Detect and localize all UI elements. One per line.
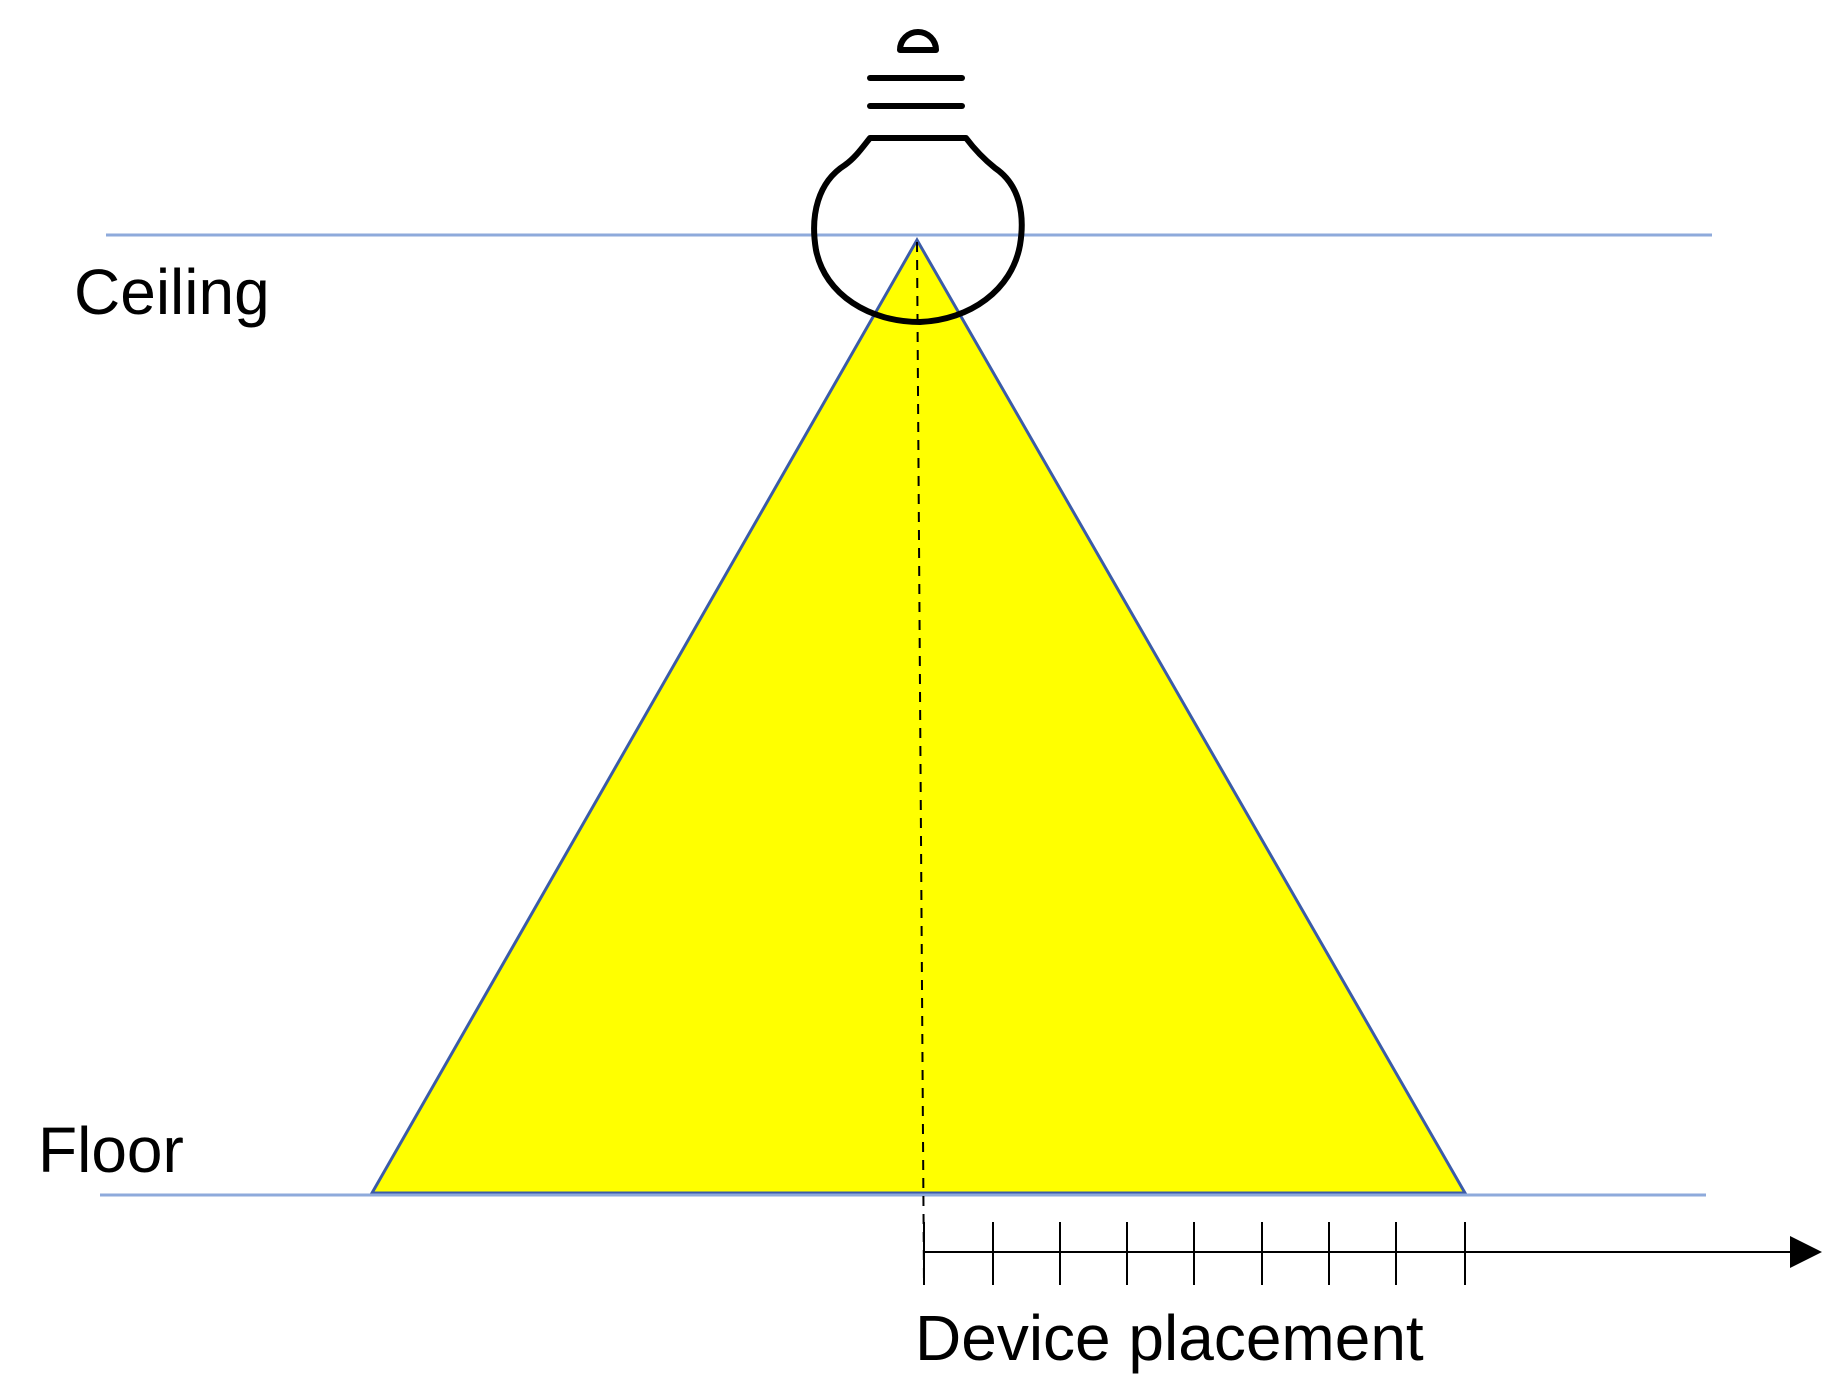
ceiling-label: Ceiling bbox=[74, 256, 270, 328]
light-cone bbox=[369, 236, 1468, 1195]
light-bulb-icon bbox=[811, 29, 1025, 325]
floor-label: Floor bbox=[38, 1114, 184, 1186]
arrow-right-icon bbox=[1790, 1236, 1822, 1268]
center-dashed-line bbox=[916, 241, 925, 1286]
device-placement-label: Device placement bbox=[915, 1302, 1424, 1374]
device-placement-axis bbox=[923, 1222, 1790, 1285]
